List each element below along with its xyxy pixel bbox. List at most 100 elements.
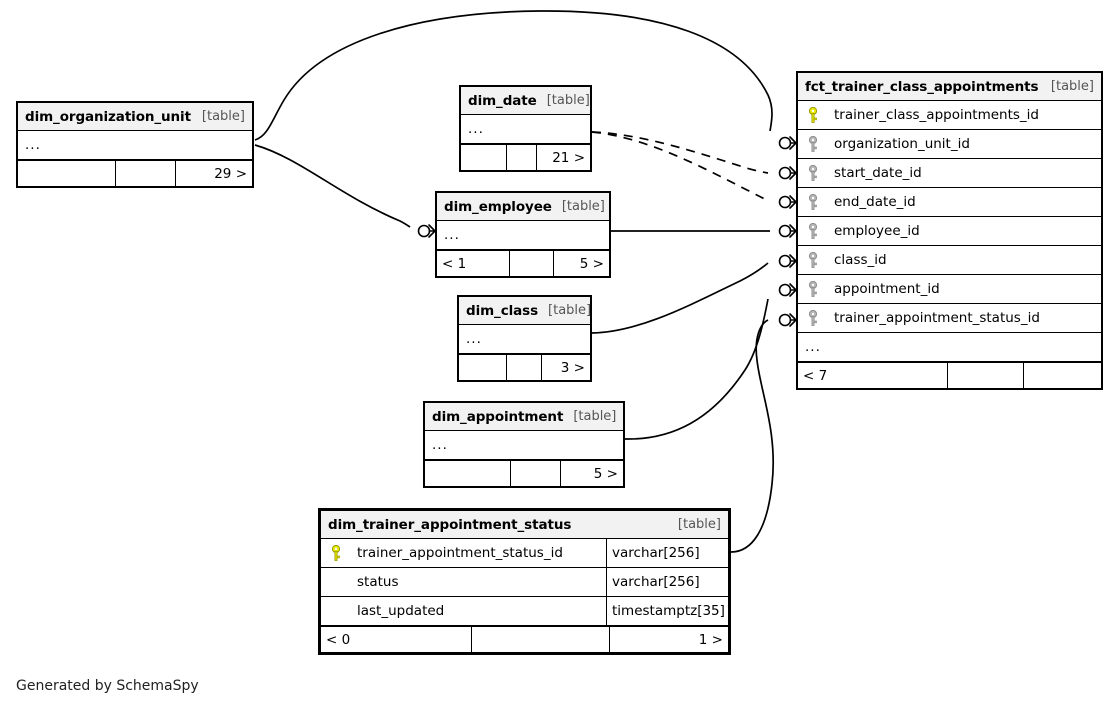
column-name: status [357, 574, 399, 590]
column-name: appointment_id [834, 281, 940, 297]
footer-child-count: 5 > [579, 255, 604, 272]
table-fct-trainer-class-appointments[interactable]: fct_trainer_class_appointments [table] t… [796, 71, 1103, 390]
column-name: employee_id [834, 223, 920, 239]
column-name: trainer_class_appointments_id [834, 107, 1039, 123]
footer-child-count: 21 > [552, 149, 585, 166]
footer-child-count: 1 > [698, 631, 723, 648]
table-header: dim_organization_unit [table] [18, 103, 252, 131]
footer-parent-count [425, 461, 511, 486]
table-header: dim_appointment [table] [425, 403, 623, 431]
table-row[interactable]: trainer_appointment_status_id varchar[25… [321, 539, 728, 568]
more-columns-indicator: ... [461, 115, 590, 144]
footer-parent-count [459, 355, 507, 380]
table-header: dim_employee [table] [437, 193, 609, 221]
primary-key-icon [321, 544, 351, 562]
table-name: dim_employee [444, 198, 552, 215]
column-name: end_date_id [834, 194, 916, 210]
footer-middle [116, 161, 176, 186]
table-type-tag: [table] [548, 303, 592, 318]
footer-middle [510, 251, 554, 276]
more-columns-indicator: ... [425, 431, 623, 460]
footer-child-count: 5 > [593, 465, 618, 482]
table-footer: < 7 [798, 362, 1101, 388]
column-name: last_updated [357, 603, 445, 619]
footer-middle [511, 461, 561, 486]
table-row[interactable]: class_id [798, 246, 1101, 275]
edge-class-to-fact [591, 262, 769, 334]
table-type-tag: [table] [561, 199, 605, 214]
table-footer: 21 > [461, 144, 590, 170]
table-header: dim_trainer_appointment_status [table] [321, 511, 728, 539]
table-row[interactable]: end_date_id [798, 188, 1101, 217]
table-row[interactable]: organization_unit_id [798, 130, 1101, 159]
footer-middle [507, 145, 537, 170]
table-dim-employee[interactable]: dim_employee [table] ... < 1 5 > [435, 191, 611, 278]
table-footer: 3 > [459, 354, 590, 380]
table-type-tag: [table] [677, 517, 721, 532]
foreign-key-icon [798, 193, 828, 211]
foreign-key-icon [798, 222, 828, 240]
edge-appointment-to-fact [624, 298, 769, 440]
footer-middle [472, 627, 610, 652]
table-footer: < 1 5 > [437, 250, 609, 276]
table-footer: 5 > [425, 460, 623, 486]
column-type: timestamptz[35] [606, 597, 728, 625]
primary-key-icon [798, 106, 828, 124]
more-columns-indicator: ... [18, 131, 252, 160]
table-dim-organization-unit[interactable]: dim_organization_unit [table] ... 29 > [16, 101, 254, 188]
table-name: dim_appointment [432, 408, 564, 425]
column-name: trainer_appointment_status_id [834, 310, 1040, 326]
column-name: organization_unit_id [834, 136, 970, 152]
foreign-key-icon [798, 135, 828, 153]
table-dim-date[interactable]: dim_date [table] ... 21 > [459, 85, 592, 172]
table-dim-class[interactable]: dim_class [table] ... 3 > [457, 295, 592, 382]
table-name: fct_trainer_class_appointments [805, 78, 1039, 95]
footer-parent-count: < 7 [798, 363, 948, 388]
column-type: varchar[256] [606, 568, 728, 596]
column-name: start_date_id [834, 165, 922, 181]
table-name: dim_class [466, 302, 539, 319]
footer-child-count [1024, 363, 1101, 388]
edge-status-to-fact [730, 319, 775, 553]
table-dim-appointment[interactable]: dim_appointment [table] ... 5 > [423, 401, 625, 488]
footer-parent-count: < 1 [437, 251, 510, 276]
table-name: dim_organization_unit [25, 108, 191, 125]
table-type-tag: [table] [573, 409, 617, 424]
more-columns-indicator: ... [459, 325, 590, 354]
table-row[interactable]: trainer_class_appointments_id [798, 101, 1101, 130]
footer-middle [507, 355, 542, 380]
more-columns-indicator: ... [437, 221, 609, 250]
edge-organization-unit-to-employee [254, 144, 411, 228]
table-type-tag: [table] [1050, 79, 1094, 94]
generator-caption: Generated by SchemaSpy [16, 678, 199, 694]
footer-child-count: 3 > [560, 359, 585, 376]
table-name: dim_trainer_appointment_status [328, 516, 572, 533]
table-dim-trainer-appointment-status[interactable]: dim_trainer_appointment_status [table] t… [318, 508, 731, 655]
table-row[interactable]: status varchar[256] [321, 568, 728, 597]
table-row[interactable]: trainer_appointment_status_id [798, 304, 1101, 333]
table-type-tag: [table] [546, 93, 590, 108]
table-row[interactable]: appointment_id [798, 275, 1101, 304]
column-name: class_id [834, 252, 887, 268]
foreign-key-icon [798, 280, 828, 298]
footer-middle [948, 363, 1024, 388]
footer-parent-count: < 0 [321, 627, 472, 652]
footer-parent-count [18, 161, 116, 186]
table-footer: 29 > [18, 160, 252, 186]
table-header: dim_class [table] [459, 297, 592, 325]
table-header: dim_date [table] [461, 87, 590, 115]
foreign-key-icon [798, 251, 828, 269]
column-name: trainer_appointment_status_id [357, 545, 563, 561]
table-footer: < 0 1 > [321, 626, 728, 652]
table-header: fct_trainer_class_appointments [table] [798, 73, 1101, 101]
table-row[interactable]: last_updated timestamptz[35] [321, 597, 728, 626]
edge-date-to-end-date [591, 131, 769, 202]
table-type-tag: [table] [201, 109, 245, 124]
table-row[interactable]: employee_id [798, 217, 1101, 246]
footer-child-count: 29 > [214, 165, 247, 182]
column-type: varchar[256] [606, 539, 728, 567]
foreign-key-icon [798, 164, 828, 182]
edge-date-to-start-date [591, 131, 769, 174]
table-row[interactable]: start_date_id [798, 159, 1101, 188]
